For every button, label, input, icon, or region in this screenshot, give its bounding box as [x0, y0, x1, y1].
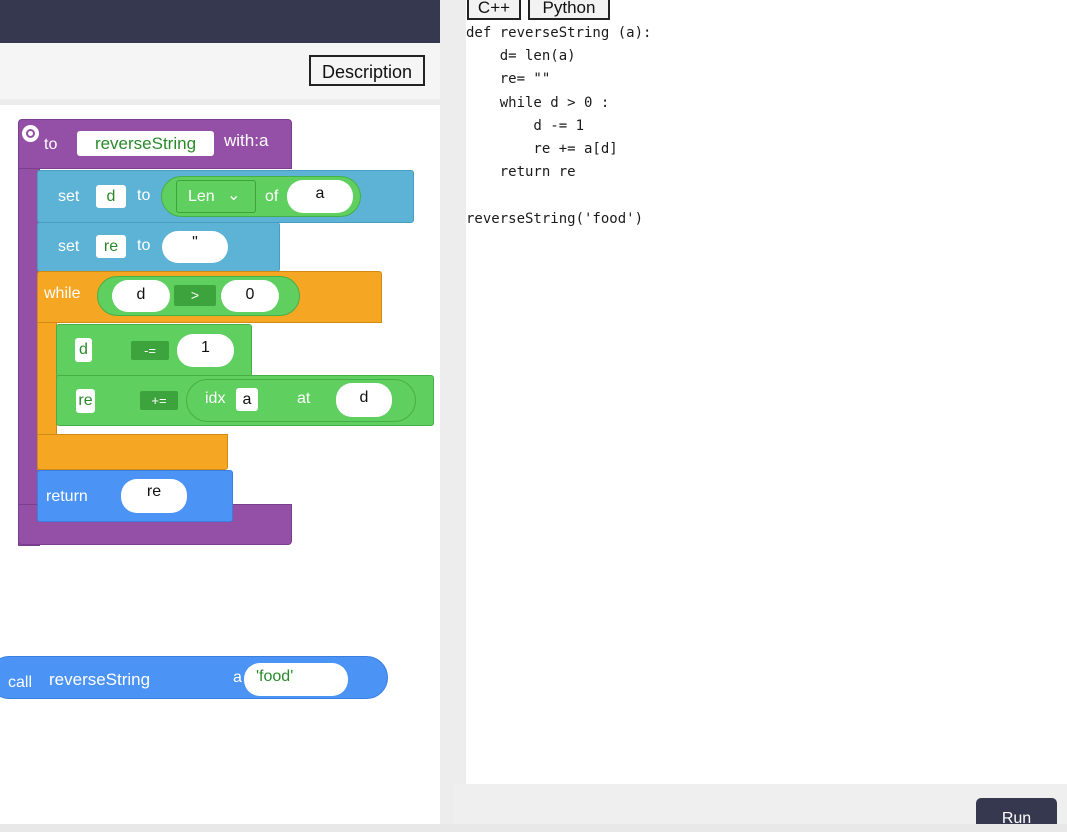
- index-label: idx: [205, 390, 226, 407]
- compare-operator[interactable]: >: [174, 285, 216, 306]
- function-params-label: with:a: [224, 131, 269, 150]
- set-label: set: [58, 188, 80, 205]
- len-arg-field[interactable]: a: [287, 180, 353, 213]
- index-at-label: at: [297, 390, 311, 407]
- decrement-value-field[interactable]: 1: [177, 334, 234, 367]
- len-of-label: of: [265, 188, 279, 205]
- while-label: while: [44, 285, 81, 302]
- code-line: re += a[d]: [466, 141, 618, 158]
- function-name-field[interactable]: reverseString: [77, 131, 214, 156]
- set-to-label: to: [137, 237, 151, 254]
- panel-divider[interactable]: [440, 0, 466, 832]
- code-view: def reverseString (a): d= len(a) re= "" …: [466, 22, 651, 231]
- compare-right-field[interactable]: 0: [221, 280, 279, 312]
- code-line: return re: [466, 164, 576, 181]
- append-operator[interactable]: +=: [140, 391, 178, 410]
- set-to-label: to: [137, 187, 151, 204]
- code-line: re= "": [466, 71, 551, 88]
- append-variable-field[interactable]: re: [76, 389, 95, 413]
- call-function-name: reverseString: [49, 670, 151, 689]
- compare-left-field[interactable]: d: [112, 280, 170, 312]
- description-button[interactable]: Description: [309, 55, 425, 86]
- gear-icon[interactable]: [22, 125, 39, 142]
- code-panel: [466, 0, 1067, 784]
- set-re-variable-field[interactable]: re: [96, 235, 126, 258]
- workspace-strip: [0, 99, 440, 105]
- call-argument-field[interactable]: 'food': [244, 663, 348, 696]
- set-d-variable-field[interactable]: d: [96, 185, 126, 208]
- cpp-button[interactable]: C++: [467, 0, 521, 20]
- top-bar: [0, 0, 440, 43]
- empty-string-field[interactable]: ": [162, 231, 228, 263]
- bottom-strip: [0, 824, 1067, 832]
- run-area: [453, 784, 1067, 824]
- index-position-field[interactable]: d: [336, 383, 392, 417]
- code-line: def reverseString (a):: [466, 25, 652, 41]
- code-line: d -= 1: [466, 117, 585, 134]
- len-dropdown-label: Len: [188, 188, 215, 205]
- decrement-operator[interactable]: -=: [131, 341, 169, 360]
- set-label: set: [58, 238, 80, 255]
- return-label: return: [46, 488, 88, 505]
- set-re-block[interactable]: [37, 222, 280, 272]
- index-variable-field[interactable]: a: [236, 388, 258, 411]
- call-label: call: [8, 674, 33, 691]
- len-dropdown[interactable]: Len ⌄: [176, 180, 256, 213]
- chevron-down-icon: ⌄: [227, 187, 241, 204]
- function-to-label: to: [44, 136, 58, 153]
- call-param-label: a: [233, 669, 242, 686]
- while-block-footer: [37, 434, 228, 470]
- code-line: reverseString('food'): [466, 210, 644, 227]
- python-button[interactable]: Python: [528, 0, 610, 20]
- decrement-variable-field[interactable]: d: [75, 338, 92, 362]
- code-line: d= len(a): [466, 48, 576, 65]
- return-value-field[interactable]: re: [121, 479, 187, 513]
- code-line: while d > 0 :: [466, 94, 610, 111]
